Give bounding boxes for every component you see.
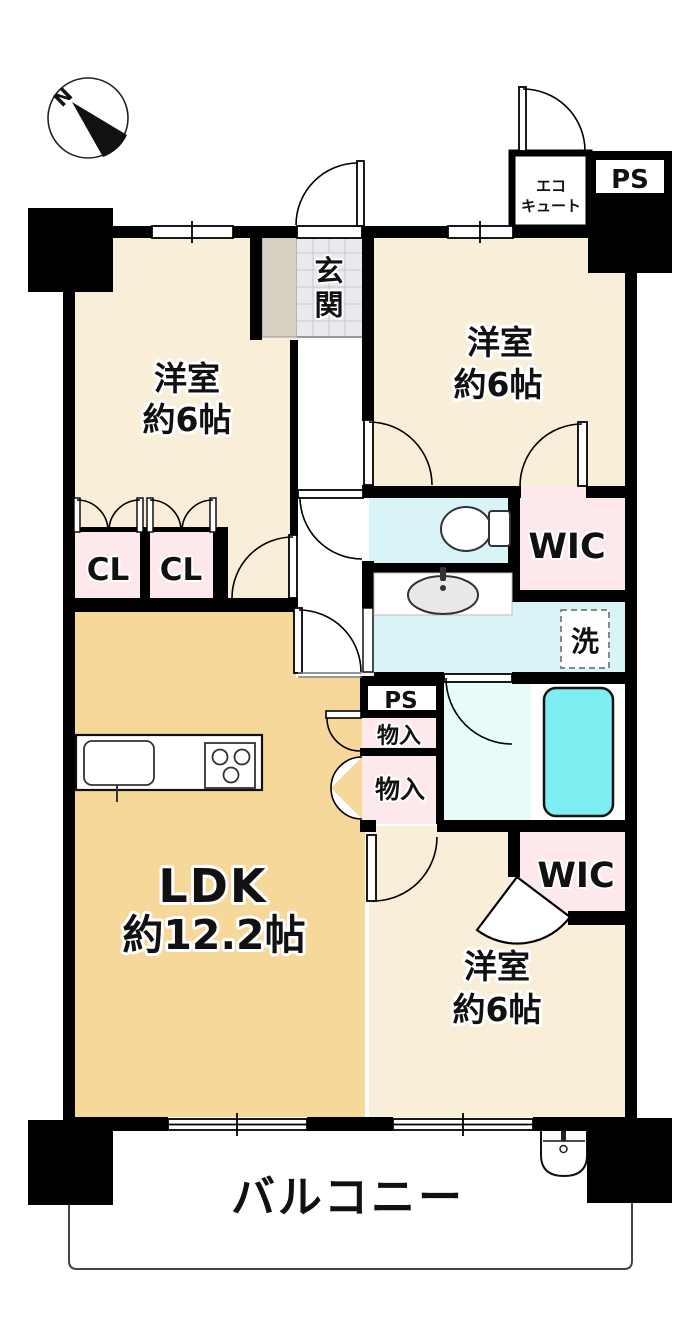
entrance-label-char2: 関	[314, 288, 343, 322]
storage1-door-leaf	[325, 710, 362, 719]
bedroom-nw-name: 洋室	[154, 359, 220, 398]
closet1-label: CL	[87, 552, 130, 588]
closet2-door-arcs	[149, 499, 214, 532]
closet2-floor	[150, 530, 213, 598]
ldk-name: LDK	[158, 859, 267, 913]
wic-top-floor	[508, 486, 628, 602]
bathroom-door-arc	[445, 677, 513, 745]
hallway-floor	[296, 335, 364, 678]
ldk-floor	[69, 607, 365, 1118]
bedroom-nw-size: 約6帖	[143, 400, 232, 439]
storage2-box	[362, 752, 442, 824]
toilet-door-leaf	[297, 489, 364, 499]
windows	[151, 221, 534, 1136]
pillar-top-left	[28, 208, 113, 292]
entrance-label-char1: 玄	[314, 254, 343, 288]
bedroom-ne-name: 洋室	[467, 323, 533, 362]
bedroom-nw-door-arc	[231, 536, 294, 599]
compass: N	[47, 77, 129, 159]
closet2-label: CL	[160, 552, 203, 588]
laundry-space-box	[560, 609, 610, 669]
wash-basin	[407, 575, 479, 615]
closet1-door-arcs	[76, 499, 141, 532]
ps-mid-label: PS	[384, 688, 417, 714]
toilet-tank	[488, 510, 511, 547]
bathroom-floor	[440, 676, 532, 826]
storage2-label: 物入	[375, 775, 425, 804]
compass-needle	[72, 102, 127, 157]
basin-faucet	[440, 567, 446, 581]
doors	[73, 86, 588, 945]
ps-top-label: PS	[611, 165, 649, 195]
kitchen-sink	[83, 740, 155, 786]
ps-top-label-box	[596, 160, 664, 193]
closet1-floor	[77, 530, 140, 598]
walls	[63, 226, 637, 1131]
entrance-door-arc	[295, 162, 359, 226]
slop-sink-faucet	[561, 1129, 566, 1141]
storage1-label: 物入	[377, 723, 421, 749]
ecocute-door-leaf	[518, 86, 527, 152]
wic-top-label: WIC	[528, 527, 605, 567]
bedroom-ne-door-arc	[368, 421, 433, 486]
ecocute-door-arc	[522, 88, 586, 152]
ldk-door-leaf	[293, 607, 303, 674]
storage2-door-arcs	[330, 756, 363, 820]
balcony	[68, 1117, 633, 1270]
shoe-cabinet	[261, 236, 298, 338]
bedroom-ne-size: 約6帖	[454, 365, 543, 404]
storage1-door-arc	[326, 717, 361, 752]
ecocute-box	[508, 149, 593, 232]
pillar-bottom-right	[587, 1118, 672, 1203]
balcony-label: バルコニー	[231, 1172, 465, 1223]
ecocute-label-line2: キュート	[521, 197, 581, 215]
balcony-outline	[68, 1117, 633, 1270]
entrance-door-leaf	[356, 160, 365, 227]
wic-bottom-label: WIC	[537, 856, 614, 896]
fixtures	[74, 506, 610, 802]
ecocute-label-line1: エコ	[536, 177, 566, 195]
room-fills	[69, 232, 631, 1118]
wic-top-door-arc	[519, 423, 583, 487]
wic-bottom-door-fan	[475, 875, 572, 945]
entrance-tile-grid	[297, 237, 362, 337]
wic-top-door-leaf	[577, 421, 588, 487]
washroom-opening-frame	[362, 607, 374, 673]
bedroom-nw-door-leaf	[288, 534, 298, 599]
storage1-box	[362, 714, 440, 752]
bathtub	[542, 686, 615, 818]
ldk-threshold	[298, 672, 362, 678]
bedroom-se-name: 洋室	[464, 947, 530, 986]
ldk-door-arc	[298, 609, 362, 673]
entrance-threshold	[296, 225, 363, 239]
bedroom-ne-door-leaf	[363, 419, 374, 486]
bathroom-door-leaf	[443, 673, 513, 683]
bedroom-se-size: 約6帖	[453, 990, 542, 1029]
labels: 洋室 約6帖 洋室 約6帖 LDK 約12.2帖 洋室 約6帖 CL CL WI…	[85, 165, 649, 1226]
toilet-door-arc	[299, 496, 363, 560]
toilet-bowl	[440, 506, 492, 552]
laundry-label: 洗	[571, 625, 599, 658]
bedroom-se-door-arc	[372, 836, 438, 902]
bedroom-se-door-leaf	[366, 834, 377, 902]
ldk-size: 約12.2帖	[122, 911, 305, 959]
pillar-bottom-left	[28, 1120, 113, 1205]
